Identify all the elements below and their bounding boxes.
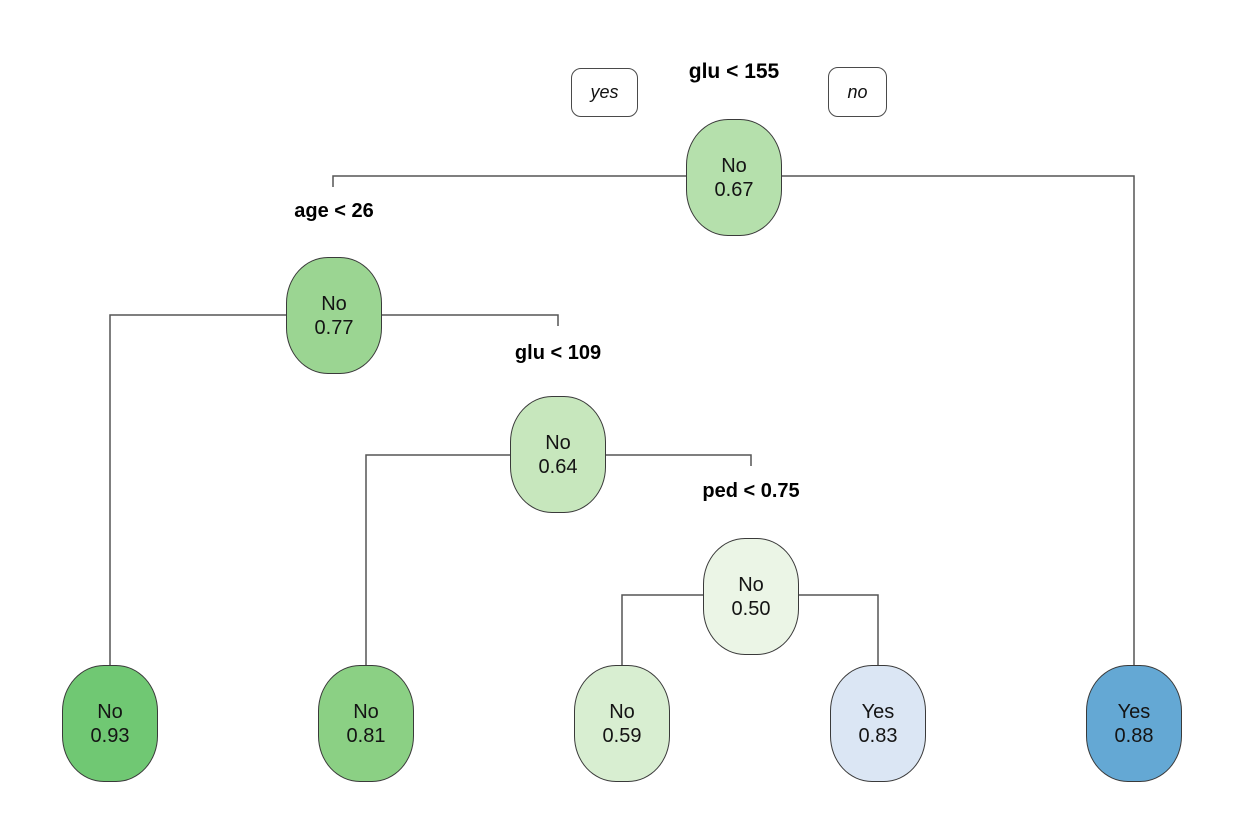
branch-root-yes xyxy=(332,175,686,187)
tree-node-ped-split: No 0.50 xyxy=(703,538,799,655)
leaf-node-yes-083: Yes 0.83 xyxy=(830,665,926,782)
node-class-label: No xyxy=(738,573,764,596)
split-label-ped-075: ped < 0.75 xyxy=(702,480,800,502)
node-probability: 0.81 xyxy=(346,724,386,747)
node-class-label: No xyxy=(721,154,747,177)
branch-age-no xyxy=(382,314,559,326)
yes-branch-tag: yes xyxy=(571,68,638,117)
node-class-label: No xyxy=(609,700,635,723)
node-class-label: Yes xyxy=(861,700,895,723)
node-probability: 0.77 xyxy=(314,316,354,339)
tree-node-glu109-split: No 0.64 xyxy=(510,396,606,513)
leaf-node-yes-088: Yes 0.88 xyxy=(1086,665,1182,782)
node-class-label: No xyxy=(97,700,123,723)
branch-glu109-no xyxy=(606,454,752,466)
leaf-node-no-093: No 0.93 xyxy=(62,665,158,782)
branch-ped-no xyxy=(799,594,879,665)
no-branch-tag: no xyxy=(828,67,887,117)
leaf-node-no-059: No 0.59 xyxy=(574,665,670,782)
node-class-label: Yes xyxy=(1117,700,1151,723)
split-label-glu-109: glu < 109 xyxy=(514,342,602,364)
node-probability: 0.88 xyxy=(1114,724,1154,747)
node-class-label: No xyxy=(545,431,571,454)
node-class-label: No xyxy=(353,700,379,723)
node-probability: 0.67 xyxy=(714,178,754,201)
no-branch-tag-text: no xyxy=(847,81,868,102)
node-class-label: No xyxy=(321,292,347,315)
leaf-node-no-081: No 0.81 xyxy=(318,665,414,782)
split-label-glu-155: glu < 155 xyxy=(688,60,780,83)
node-probability: 0.59 xyxy=(602,724,642,747)
tree-node-root: No 0.67 xyxy=(686,119,782,236)
node-probability: 0.93 xyxy=(90,724,130,747)
node-probability: 0.64 xyxy=(538,455,578,478)
branch-root-no xyxy=(782,175,1135,665)
branch-age-yes xyxy=(109,314,286,665)
node-probability: 0.83 xyxy=(858,724,898,747)
yes-branch-tag-text: yes xyxy=(590,82,619,102)
split-label-age-26: age < 26 xyxy=(294,200,374,222)
branch-glu109-yes xyxy=(365,454,510,665)
branch-ped-yes xyxy=(621,594,703,665)
node-probability: 0.50 xyxy=(731,597,771,620)
tree-node-age-split: No 0.77 xyxy=(286,257,382,374)
